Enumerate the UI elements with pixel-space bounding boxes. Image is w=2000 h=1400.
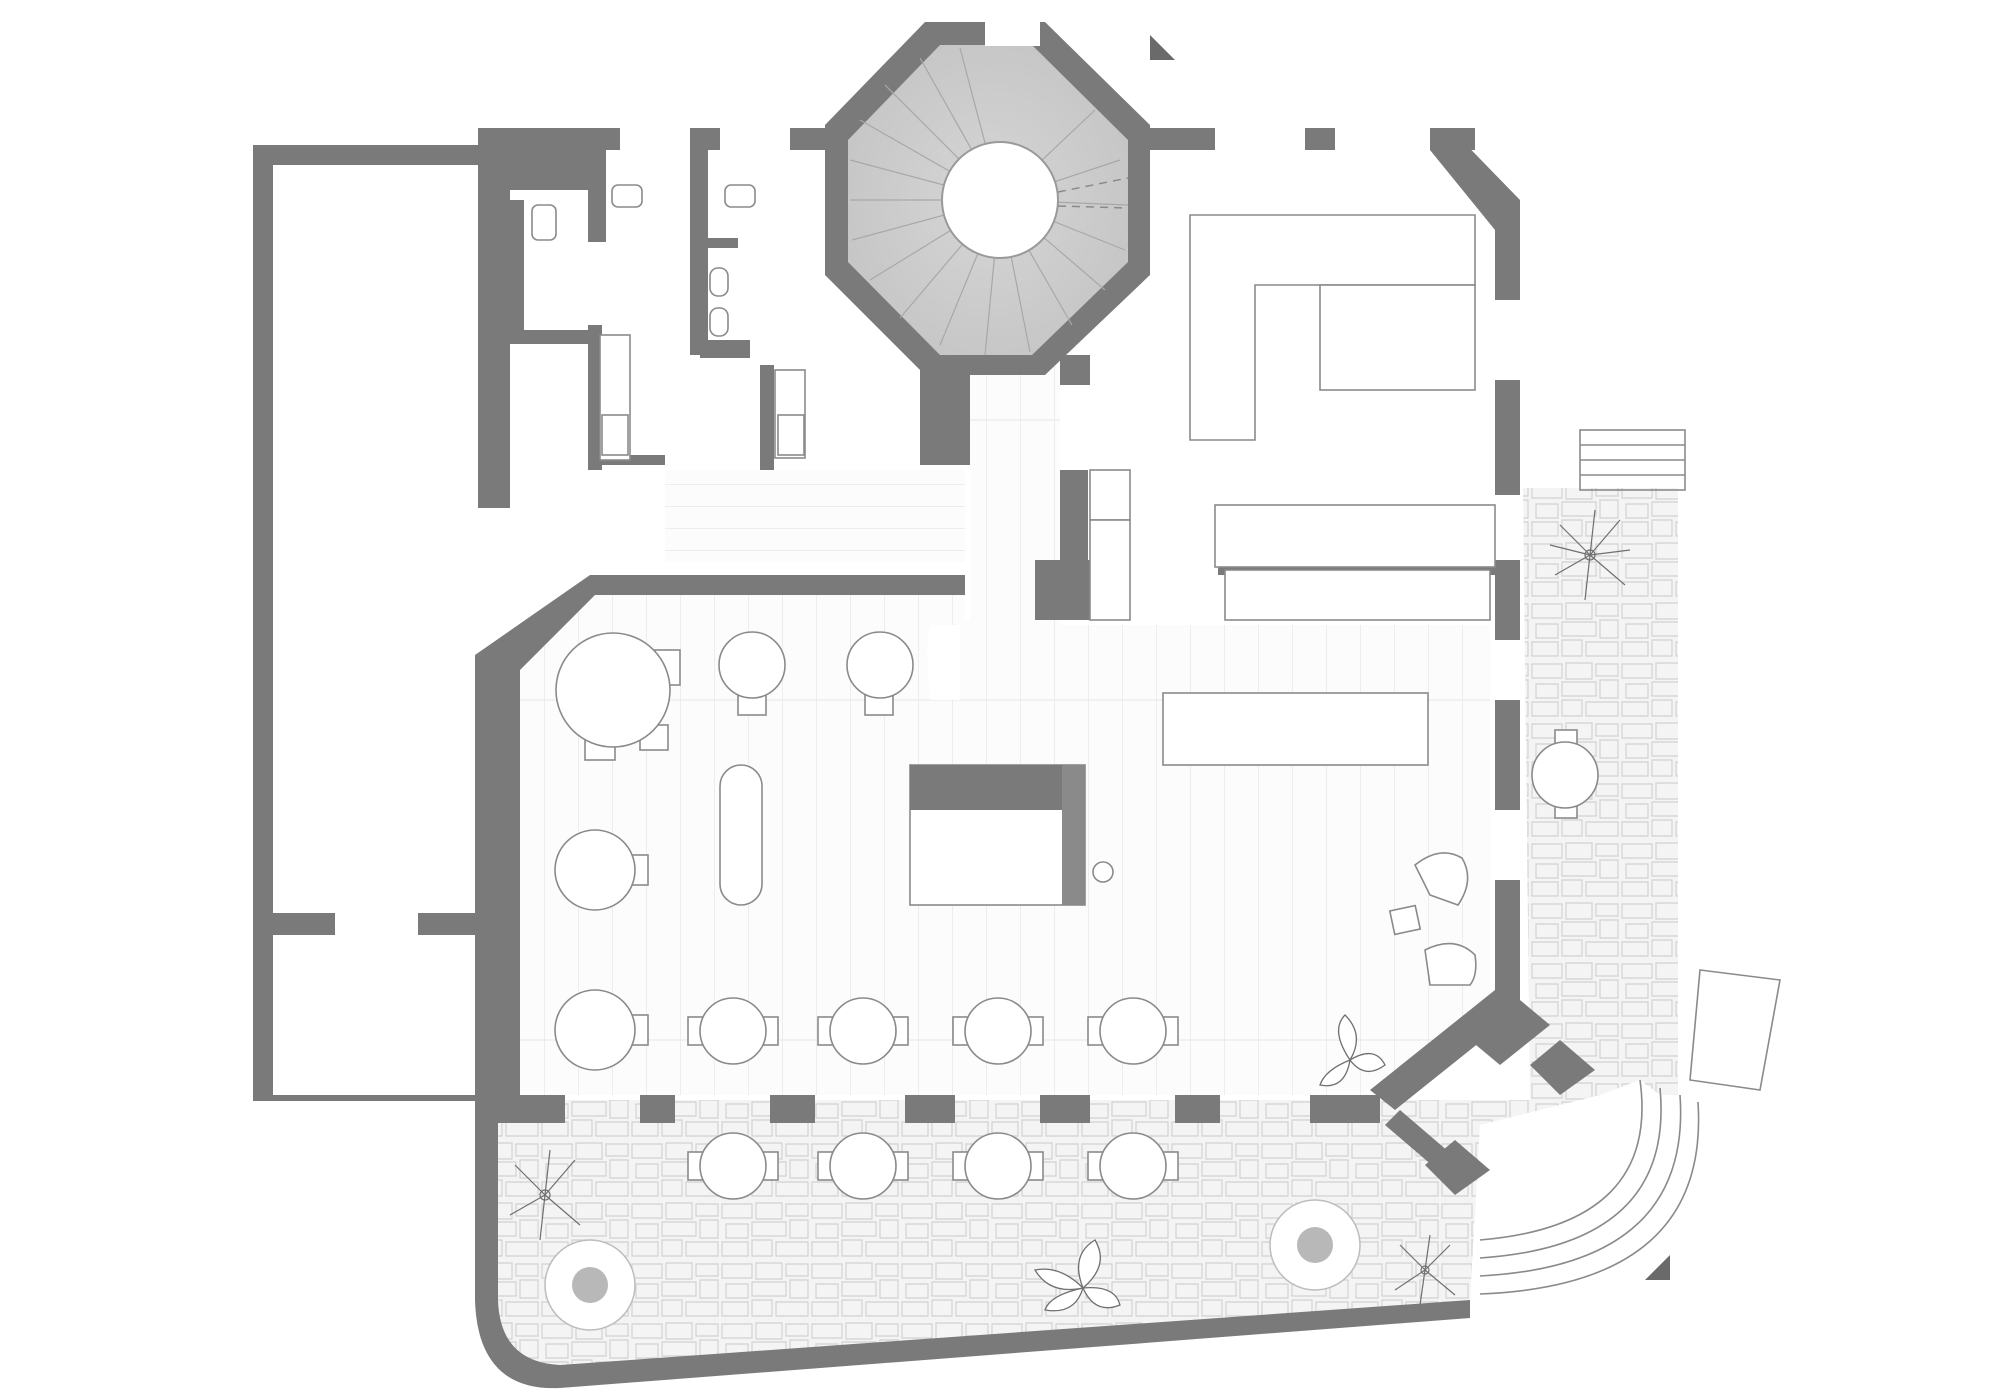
table-group — [554, 829, 649, 911]
plant-icon — [509, 1149, 581, 1241]
plant-icon — [1319, 1014, 1386, 1087]
terrace-tables — [687, 1132, 1179, 1200]
planters — [544, 1199, 1361, 1331]
communal-bench — [1162, 692, 1429, 766]
plant-icon — [1549, 509, 1631, 601]
window-openings — [620, 128, 1520, 880]
north-arrow-icon — [1150, 35, 1175, 60]
lounge-chairs — [1388, 852, 1477, 986]
kitchen-counters — [1089, 214, 1496, 621]
table-group — [718, 631, 786, 716]
table-group — [817, 997, 909, 1065]
table-group — [555, 632, 681, 761]
table-group — [952, 1132, 1044, 1200]
banquette-bench — [719, 764, 763, 906]
dining-tables — [554, 631, 1179, 1071]
terrace-steps — [1479, 429, 1781, 1295]
hallway-floor — [665, 355, 1060, 625]
table-group — [1087, 997, 1179, 1065]
table-group — [554, 989, 649, 1071]
bar-counter — [909, 764, 1114, 906]
table-group — [846, 631, 914, 716]
north-arrow-icon — [1645, 1255, 1670, 1280]
terrace-table-right — [1531, 729, 1599, 819]
tree-icon — [1269, 1199, 1361, 1291]
table-group — [1087, 1132, 1179, 1200]
stair-tower — [825, 22, 1150, 375]
wc-fixtures — [531, 184, 806, 461]
tree-icon — [544, 1239, 636, 1331]
table-group — [952, 997, 1044, 1065]
table-group — [687, 1132, 779, 1200]
table-group — [687, 997, 779, 1065]
plant-icon — [1033, 1239, 1121, 1312]
plant-icon — [1394, 1234, 1456, 1306]
table-group — [817, 1132, 909, 1200]
